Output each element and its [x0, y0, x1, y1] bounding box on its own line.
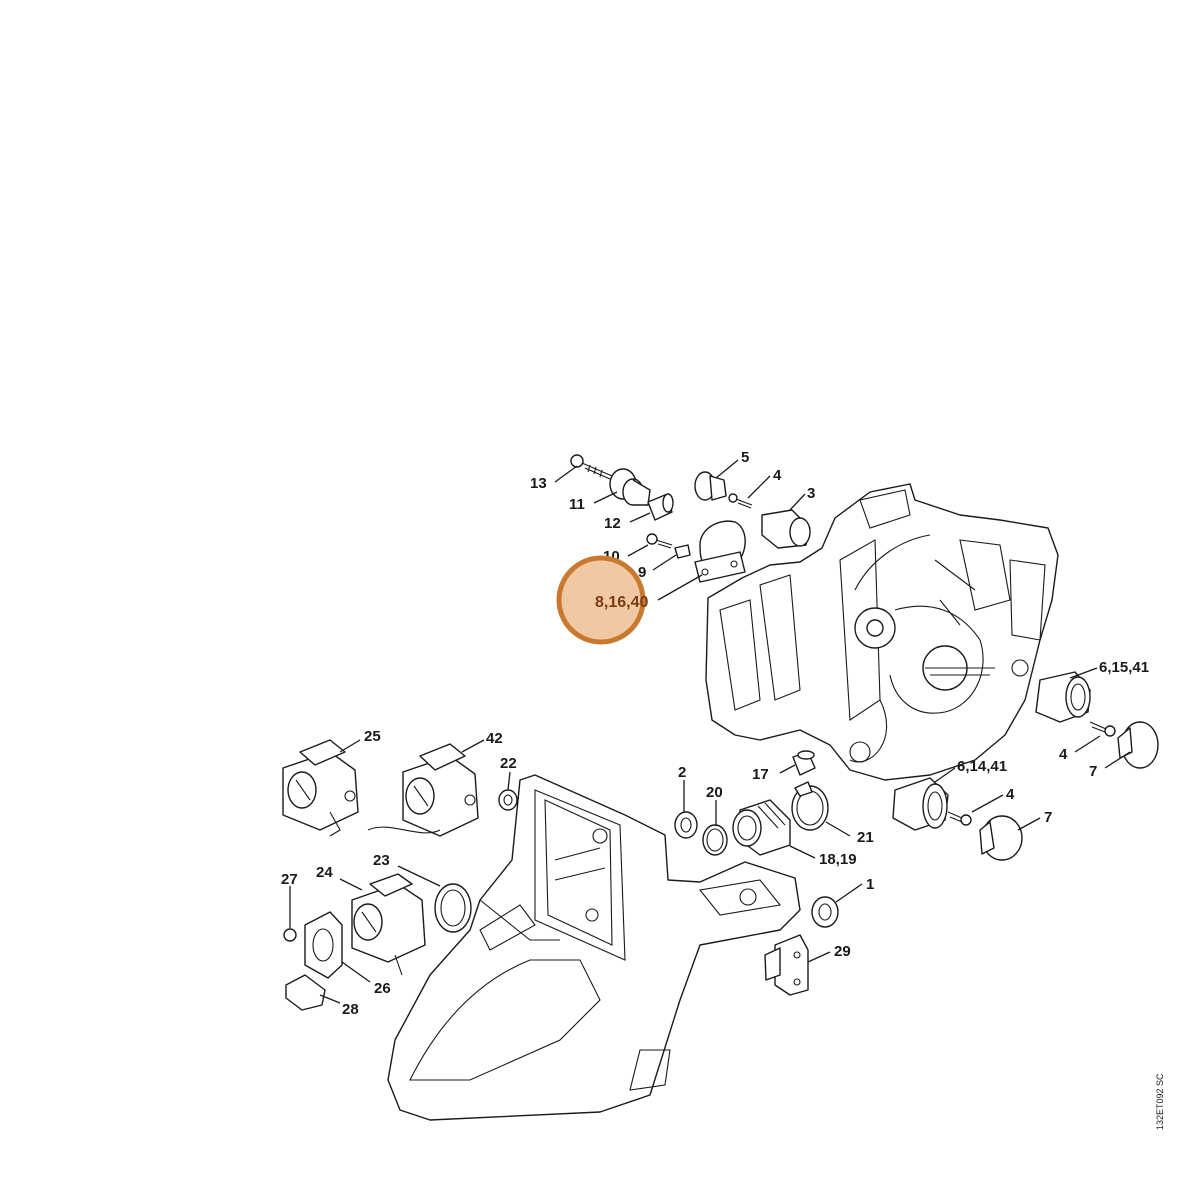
label-24: 24: [316, 864, 333, 881]
part-29-bracket: [764, 934, 809, 996]
part-5-bushing: [694, 471, 727, 501]
diagram-code: 132ET092 SC: [1155, 1073, 1165, 1130]
label-7b: 7: [1044, 809, 1052, 826]
label-13: 13: [530, 475, 547, 492]
part-28-cover: [285, 974, 326, 1011]
label-4c: 4: [1006, 786, 1015, 803]
label-26: 26: [374, 980, 391, 997]
part-4-screw-b: [1089, 721, 1116, 737]
label-7a: 7: [1089, 763, 1097, 780]
label-4b: 4: [1059, 746, 1068, 763]
label-2: 2: [678, 764, 686, 781]
tank-housing-drawing: [387, 774, 801, 1121]
label-9: 9: [638, 564, 646, 581]
label-6-14-41: 6,14,41: [957, 758, 1007, 775]
label-18-19: 18,19: [819, 851, 857, 868]
part-6-14-41-buffer: [892, 777, 949, 831]
label-5: 5: [741, 449, 749, 466]
part-23-gasket: [434, 883, 472, 933]
part-20-ring: [702, 824, 728, 856]
part-9-bushing: [674, 544, 691, 559]
part-2-seal: [674, 811, 698, 839]
highlight-marker[interactable]: 8,16,40: [556, 555, 648, 645]
part-18-19-manifold: [732, 799, 791, 856]
label-17: 17: [752, 766, 769, 783]
label-23: 23: [373, 852, 390, 869]
part-26-gasket: [304, 911, 343, 979]
crankcase-drawing: [705, 483, 1059, 781]
part-17-plug: [792, 750, 816, 776]
label-11: 11: [569, 496, 585, 513]
label-21: 21: [857, 829, 874, 846]
part-3-buffer: [761, 509, 811, 549]
part-labels: 13 11 12 10 9 5 4 3 6,15,41 4 7 6,14,41 …: [281, 449, 1149, 1018]
part-6-15-41-buffer: [1035, 671, 1091, 723]
label-6-15-41: 6,15,41: [1099, 659, 1149, 676]
part-22-grommet: [498, 789, 518, 811]
part-21-clamp: [791, 781, 829, 831]
part-4-screw-c: [947, 811, 972, 826]
label-4a: 4: [773, 467, 782, 484]
highlight-label[interactable]: 8,16,40: [595, 594, 648, 611]
part-24-carburetor: [351, 873, 426, 976]
label-27: 27: [281, 871, 298, 888]
leader-lines: [289, 459, 1131, 1004]
part-40-mount: [694, 520, 746, 583]
label-29: 29: [834, 943, 851, 960]
label-42: 42: [486, 730, 503, 747]
part-7-cap-a: [1117, 721, 1159, 769]
label-1: 1: [866, 876, 874, 893]
label-22: 22: [500, 755, 517, 772]
part-1-seal: [811, 896, 839, 928]
label-12: 12: [604, 515, 621, 532]
part-7-cap-b: [979, 815, 1023, 861]
part-12-sleeve: [647, 493, 674, 521]
part-10-screw: [646, 533, 673, 549]
label-3: 3: [807, 485, 815, 502]
part-13-screw: [570, 454, 613, 480]
part-11-washer: [609, 468, 651, 506]
part-25-carburetor: [282, 739, 359, 837]
part-27-clip: [283, 928, 297, 942]
label-28: 28: [342, 1001, 359, 1018]
highlight-circle[interactable]: [556, 555, 646, 645]
part-42-carburetor: [367, 743, 479, 837]
label-20: 20: [706, 784, 723, 801]
part-4-screw-a: [728, 493, 753, 509]
label-25: 25: [364, 728, 381, 745]
